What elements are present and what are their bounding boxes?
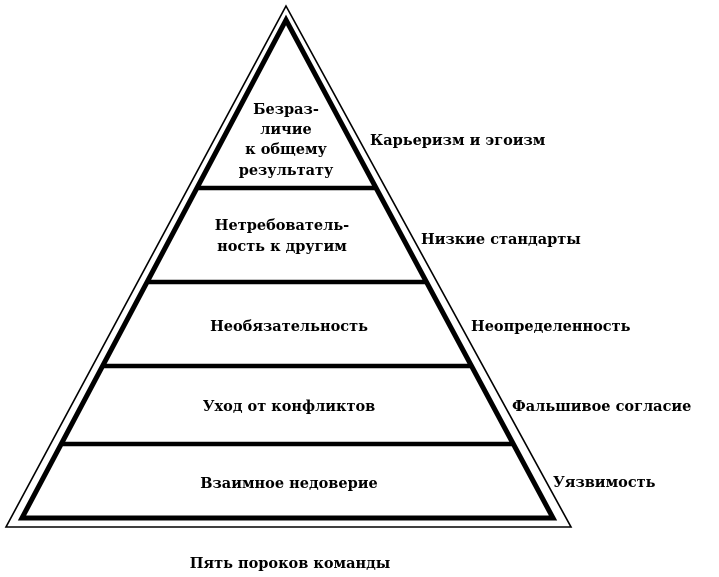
level-1-label: личие — [260, 121, 312, 138]
level-3-label: Необязательность — [210, 318, 368, 335]
level-5-label: Взаимное недоверие — [200, 475, 377, 492]
level-2-label: Нетребователь- — [215, 217, 349, 234]
level-4-consequence: Фальшивое согласие — [512, 398, 691, 415]
level-1-label: к общему — [245, 141, 327, 158]
level-3-consequence: Неопределенность — [471, 318, 631, 335]
level-4-label: Уход от конфликтов — [203, 398, 376, 415]
level-1-label: Безраз- — [253, 101, 319, 118]
level-1-label: результату — [239, 162, 334, 179]
pyramid-outer-outline — [4, 4, 573, 528]
diagram-title: Пять пороков команды — [190, 555, 391, 572]
level-1-consequence: Карьеризм и эгоизм — [370, 132, 546, 149]
level-2-label: ность к другим — [217, 238, 347, 255]
level-2-consequence: Низкие стандарты — [421, 231, 581, 248]
pyramid-inner-outline — [17, 14, 558, 521]
level-5-consequence: Уязвимость — [553, 474, 656, 491]
